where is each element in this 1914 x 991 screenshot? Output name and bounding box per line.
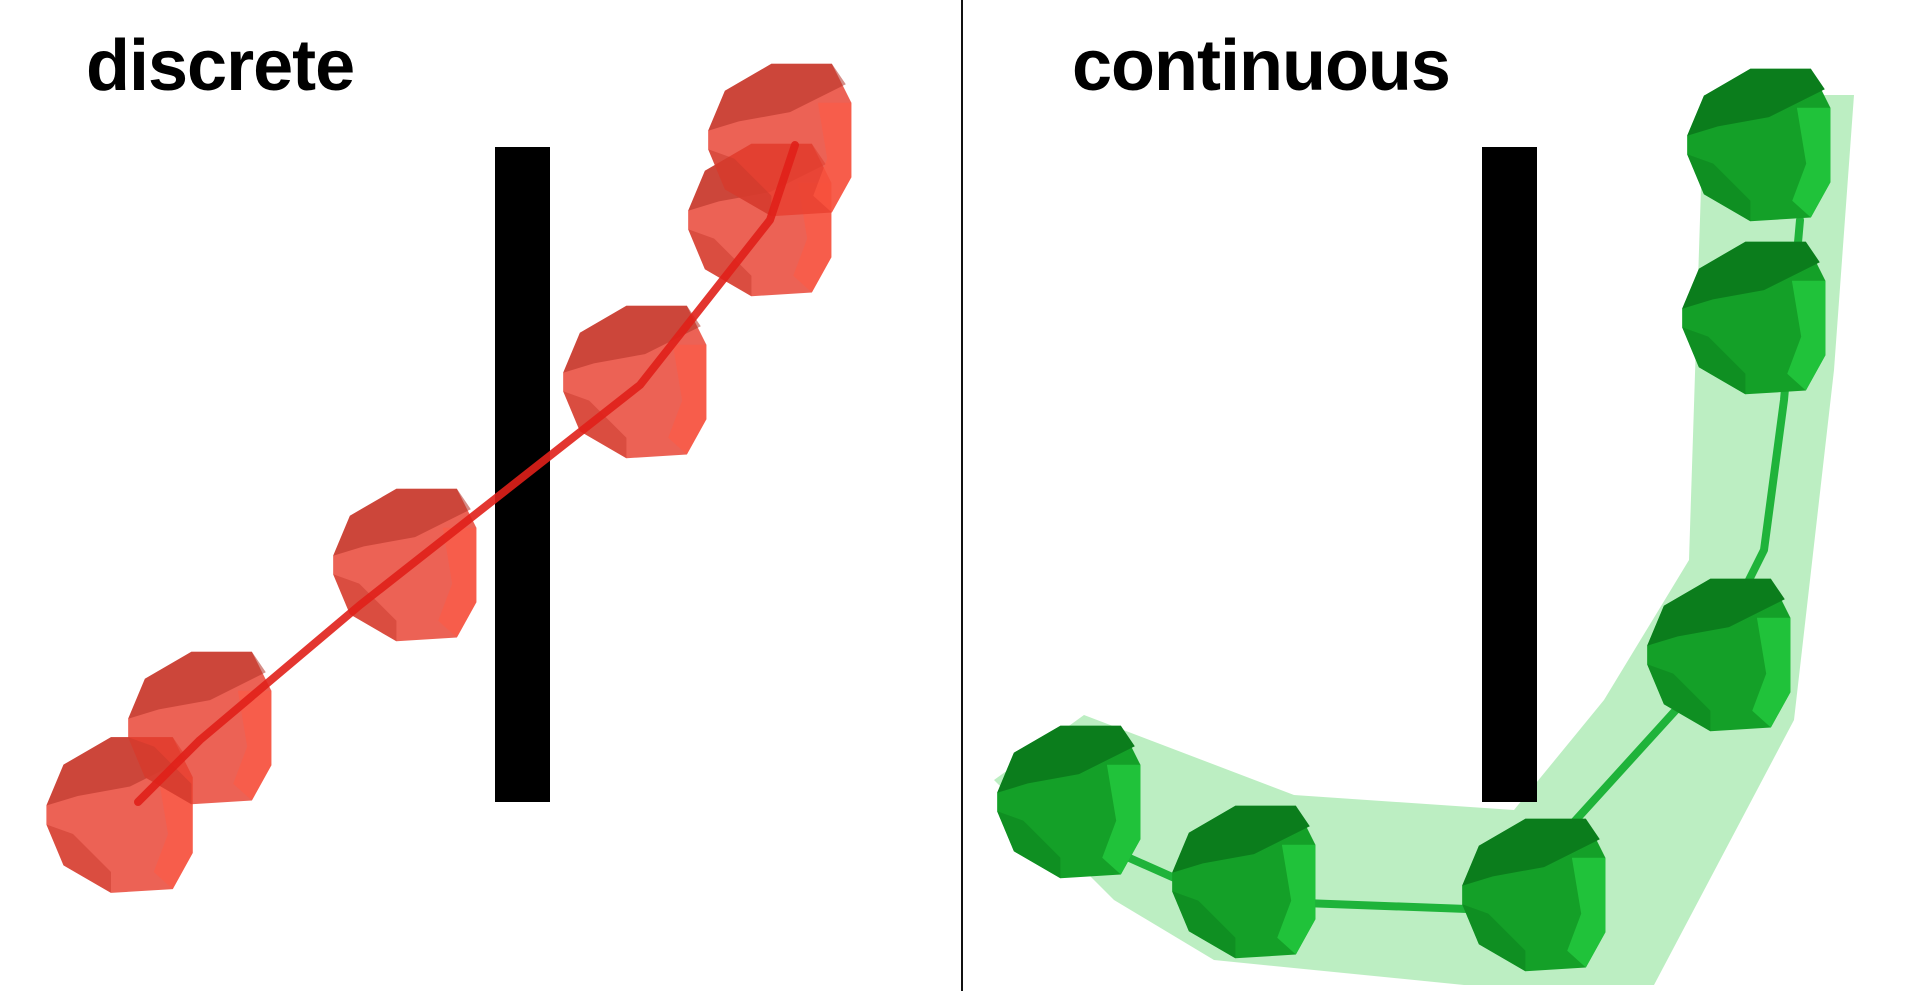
discrete-path bbox=[134, 141, 799, 806]
obstacle-wall bbox=[1482, 147, 1537, 802]
discrete-scene bbox=[46, 63, 852, 893]
discrete-title: discrete bbox=[86, 26, 355, 106]
continuous-scene bbox=[994, 68, 1854, 985]
panel-divider bbox=[961, 0, 963, 991]
swept-volume bbox=[994, 95, 1854, 985]
continuous-panel: continuous bbox=[964, 0, 1914, 991]
discrete-panel: discrete bbox=[46, 26, 852, 893]
continuous-state-1 bbox=[997, 725, 1141, 879]
continuous-title: continuous bbox=[1072, 26, 1451, 106]
